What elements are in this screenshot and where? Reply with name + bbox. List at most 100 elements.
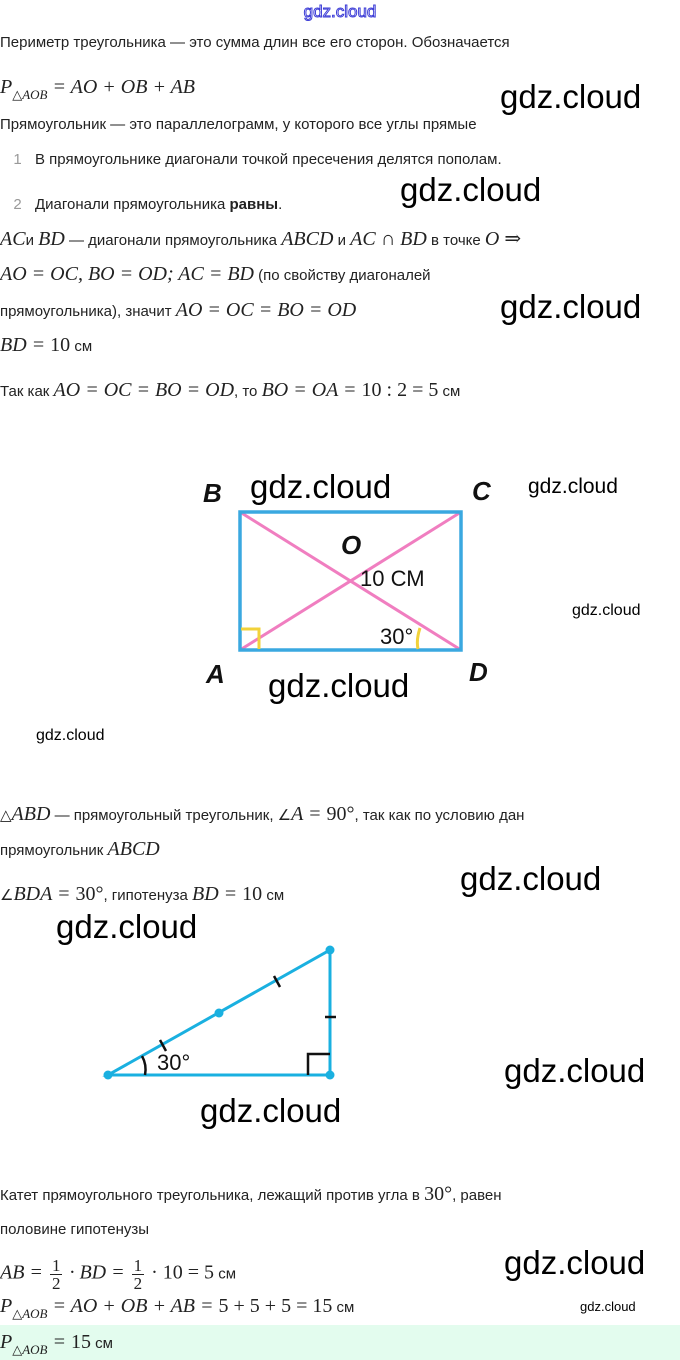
watermark: gdz.cloud [36,727,105,744]
math-expression: AC [0,228,26,250]
watermark: gdz.cloud [268,667,410,704]
text: прямоугольника), значит [0,303,176,320]
text-line: Так как AO = OC = BO = OD, то BO = OA = … [0,379,460,403]
angle-arc [140,1055,147,1076]
text: . [278,196,283,213]
text-line: ∠BDA = 30°, гипотенуза BD = 10 см [0,883,284,907]
list-number: 2 [13,196,22,213]
math-subscript: △AOB [12,1306,48,1321]
text: см [70,338,93,355]
math-expression: ABCD [281,228,334,250]
right-angle-mark [306,1052,330,1075]
text: Так как [0,383,54,400]
watermark: gdz.cloud [460,860,602,897]
math-number: 10 [242,883,263,905]
text-line: Периметр треугольника — это сумма длин в… [0,32,510,54]
watermark: gdz.cloud [504,1244,646,1281]
text: половине гипотенузы [0,1221,150,1238]
text: Прямоугольник — это параллелограмм, у ко… [0,116,477,133]
math-expression: O ⇒ [484,228,522,250]
math-subscript: △AOB [12,1342,48,1357]
denominator: 2 [51,1274,61,1293]
math-expression: = AO + OB + AB = [47,1295,219,1317]
math-expression: BDA = [13,883,76,905]
math-number: 90° [326,803,355,825]
math-expression: BO = OA = [261,379,362,401]
label-a: A [205,659,225,689]
text-line: прямоугольника), значит AO = OC = BO = O… [0,299,356,323]
math-expression: = AO + OB + AB [47,76,196,98]
triangle-figure: 30° [102,945,336,1080]
angle-label: 30° [380,624,413,649]
math-expression: ABCD [107,838,160,860]
watermark: gdz.cloud [504,1052,646,1089]
vertex-point [325,1070,335,1080]
formula-line: P△AOB = AO + OB + AB [0,76,195,106]
math-expression: BD = [0,334,51,356]
text: прямоугольник [0,842,108,859]
watermark: gdz.cloud [580,1299,636,1314]
watermark: gdz.cloud [400,171,542,208]
list-number: 1 [13,151,22,168]
math-expression: P [0,76,13,98]
label-d: D [469,657,488,687]
math-expression: AC ∩ BD [350,228,427,250]
answer-line: P△AOB = 15 см [0,1331,113,1360]
midpoint [214,1008,224,1018]
text: , то [234,383,262,400]
text: — диагонали прямоугольника [64,232,282,249]
text: Диагонали прямоугольника [35,196,230,213]
right-angle-mark [241,627,261,649]
tick-mark [272,975,282,988]
text: В прямоугольнике диагонали точкой пресеч… [35,151,502,168]
math-expression: · BD = [64,1261,130,1284]
watermark: gdz.cloud [56,908,198,945]
text-line: прямоугольник ABCD [0,838,160,862]
math-expression: ABD [11,803,51,825]
math-expression: P [0,1331,13,1353]
label-o: O [341,530,361,560]
math-expression: = [47,1331,71,1353]
text: ∠ [0,887,14,904]
text: (по свойству диагоналей [254,267,431,284]
text-line: △ABD — прямоугольный треугольник, ∠A = 9… [0,803,524,827]
text: см [332,1299,355,1316]
angle-arc-30 [415,627,422,650]
bold-text: равны [229,196,279,213]
math-number: 10 [50,334,71,356]
math-expression: P [0,1295,13,1317]
math-expression: AO = OC = BO = OD [53,379,235,401]
rectangle-figure: B C A D O 10 СМ 30° [203,476,492,689]
text: — прямоугольный треугольник, ∠ [50,807,292,824]
watermark: gdz.cloud [200,1092,342,1129]
math-expression: AO = OC, BO = OD; AC = BD [0,263,254,285]
text: см [262,887,285,904]
tick-mark [158,1039,168,1052]
math-number: 15 [71,1331,91,1353]
math-number: 30° [75,883,104,905]
text: △ [0,807,12,824]
denominator: 2 [133,1274,143,1293]
numerator: 1 [131,1256,145,1275]
label-c: C [472,476,492,506]
text: Периметр треугольника — это сумма длин в… [0,34,510,51]
text-line: ACи BD — диагонали прямоугольника ABCD и… [0,228,521,252]
text-line: Катет прямоугольного треугольника, лежащ… [0,1183,502,1207]
text: , так как по условию дан [354,807,525,824]
answer-highlight [0,1325,680,1360]
text-line: половине гипотенузы [0,1219,149,1241]
text: см [438,383,461,400]
math-number: 10 : 2 = 5 [361,379,439,401]
math-expression: BD [38,228,65,250]
text: см [91,1335,113,1352]
math-subscript: △AOB [12,87,48,102]
diagonal-bd [239,510,462,652]
rectangle-abcd [238,510,463,652]
math-expression: BD = [192,883,243,905]
numerator: 1 [49,1256,63,1275]
watermark: gdz.cloud [500,288,642,325]
watermark: gdz.cloud [572,602,641,619]
